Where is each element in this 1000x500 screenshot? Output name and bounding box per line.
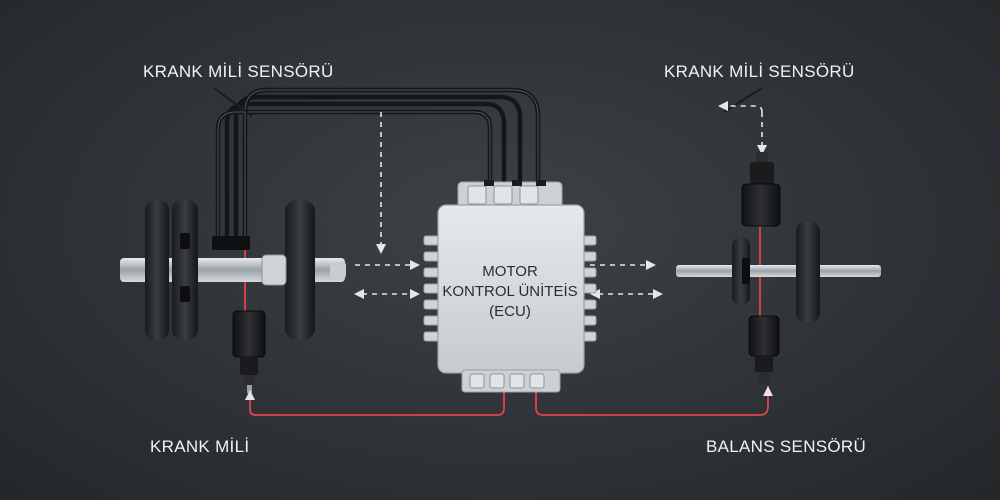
crank-disc-2 xyxy=(172,200,198,340)
label-crankshaft-sensor-left: KRANK MİLİ SENSÖRÜ xyxy=(143,62,334,81)
crank-disc-1 xyxy=(145,200,169,340)
wire-harness-highlight xyxy=(217,89,539,238)
harness-connector xyxy=(212,236,250,250)
ecu-label-line-1: MOTOR xyxy=(482,263,538,280)
crankshaft-sensor-left xyxy=(232,310,266,393)
label-crankshaft: KRANK MİLİ xyxy=(150,437,250,456)
label-crankshaft-sensor-right: KRANK MİLİ SENSÖRÜ xyxy=(664,62,855,81)
balance-sensor xyxy=(748,315,780,384)
ecu-label-line-3: (ECU) xyxy=(489,303,531,320)
arrow-heads xyxy=(245,101,773,400)
crank-disc-3 xyxy=(285,200,315,340)
balance-shaft xyxy=(676,265,881,277)
crankshaft-assembly-left xyxy=(120,200,346,340)
ecu-module xyxy=(423,180,597,393)
crankshaft-sensor-right xyxy=(741,152,781,227)
balance-disc-1 xyxy=(732,238,750,304)
balance-disc-2 xyxy=(796,222,820,322)
ecu-label: MOTOR KONTROL ÜNİTEİS (ECU) xyxy=(440,262,580,322)
leader-lines xyxy=(213,87,763,117)
balance-shaft-assembly-right xyxy=(676,222,881,322)
label-balance-sensor: BALANS SENSÖRÜ xyxy=(706,437,867,456)
signal-arrows xyxy=(355,105,763,295)
ecu-label-line-2: KONTROL ÜNİTEİS xyxy=(442,283,578,300)
